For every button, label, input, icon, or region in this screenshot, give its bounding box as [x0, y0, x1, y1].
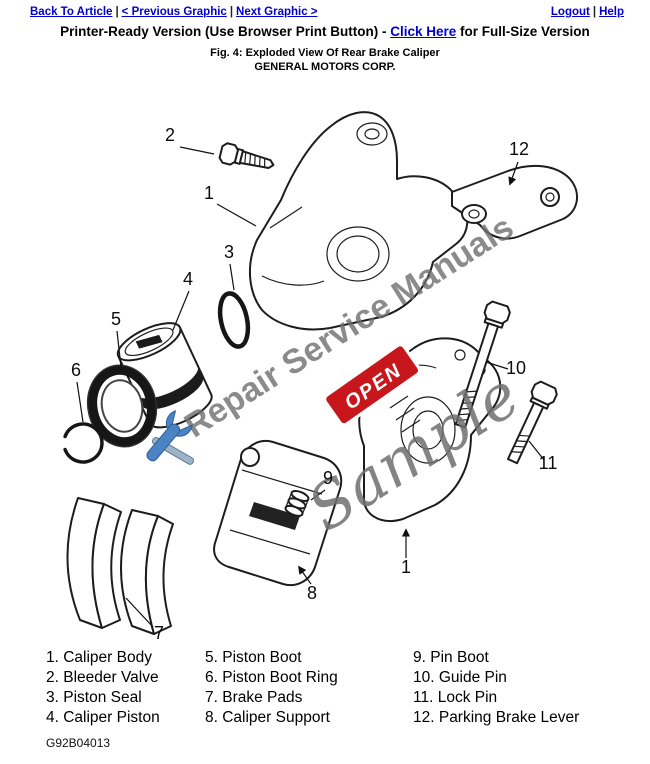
caliper-body-part: [248, 111, 469, 331]
nav-separator: |: [229, 6, 234, 18]
piston-boot-ring-part: [63, 422, 104, 464]
nav-right: Logout|Help: [551, 6, 624, 18]
callout-12: 12: [509, 139, 529, 159]
callout-4: 4: [183, 269, 193, 289]
legend-item: 7. Brake Pads: [205, 689, 303, 706]
callout-8: 8: [307, 583, 317, 603]
callout-5: 5: [111, 309, 121, 329]
callout-7: 7: [154, 623, 164, 643]
company-name: GENERAL MOTORS CORP.: [254, 61, 396, 73]
figure-caption: Fig. 4: Exploded View Of Rear Brake Cali…: [210, 47, 440, 59]
pin-boot-part: [284, 489, 310, 517]
open-badge: OPEN: [323, 343, 422, 427]
diagram-svg: Repair Service Manuals Sample OPEN 2 1 1…: [63, 111, 579, 643]
document-code: G92B04013: [46, 736, 111, 750]
legend-item: 4. Caliper Piston: [46, 709, 160, 726]
page-title: Printer-Ready Version (Use Browser Print…: [0, 24, 650, 39]
leader-lines: [76, 146, 545, 628]
callout-3: 3: [224, 242, 234, 262]
legend-item: 10. Guide Pin: [413, 669, 507, 686]
caliper-support-part: [213, 440, 343, 586]
legend-item: 8. Caliper Support: [205, 709, 330, 726]
legend-column-3: 9. Pin Boot 10. Guide Pin 11. Lock Pin 1…: [413, 648, 579, 728]
legend-item: 12. Parking Brake Lever: [413, 709, 580, 726]
parts-legend: 1. Caliper Body 2. Bleeder Valve 3. Pist…: [46, 648, 579, 728]
nav-separator: |: [592, 6, 597, 18]
lock-pin-part: [506, 380, 558, 465]
callout-10: 10: [506, 358, 526, 378]
back-to-article-link[interactable]: Back To Article: [30, 6, 113, 18]
callout-1b: 1: [401, 557, 411, 577]
wrench-icon: [146, 410, 195, 465]
nav-left: Back To Article|< Previous Graphic|Next …: [30, 6, 318, 18]
brake-pads-part: [66, 497, 174, 635]
previous-graphic-link[interactable]: < Previous Graphic: [121, 6, 227, 18]
callout-2: 2: [165, 125, 175, 145]
logout-link[interactable]: Logout: [550, 6, 590, 18]
exploded-view-diagram: Repair Service Manuals Sample OPEN 2 1 1…: [0, 78, 650, 644]
legend-item: 9. Pin Boot: [413, 649, 489, 666]
callout-1: 1: [204, 183, 214, 203]
help-link[interactable]: Help: [599, 6, 624, 18]
legend-column-1: 1. Caliper Body 2. Bleeder Valve 3. Pist…: [46, 648, 205, 728]
legend-item: 11. Lock Pin: [413, 689, 498, 706]
title-suffix: for Full-Size Version: [456, 24, 590, 39]
guide-pin-part: [454, 300, 511, 429]
legend-item: 1. Caliper Body: [46, 649, 152, 666]
legend-column-2: 5. Piston Boot 6. Piston Boot Ring 7. Br…: [205, 648, 413, 728]
top-navigation: Back To Article|< Previous Graphic|Next …: [0, 6, 650, 18]
callout-9: 9: [323, 468, 333, 488]
open-badge-background: [323, 343, 422, 427]
click-here-link[interactable]: Click Here: [390, 24, 457, 39]
title-prefix: Printer-Ready Version (Use Browser Print…: [60, 24, 391, 39]
piston-seal-part: [217, 291, 251, 349]
nav-separator: |: [115, 6, 119, 18]
next-graphic-link[interactable]: Next Graphic >: [236, 6, 318, 18]
callout-11: 11: [539, 453, 558, 473]
parking-brake-lever-part: [451, 164, 579, 240]
legend-item: 3. Piston Seal: [46, 689, 142, 706]
legend-item: 5. Piston Boot: [205, 649, 302, 666]
callout-6: 6: [71, 360, 81, 380]
piston-boot-part: [86, 364, 158, 448]
bleeder-valve-part: [218, 142, 275, 169]
callout-numbers: 2 1 12 3 4 5 6 7 9 8 10 11 1: [71, 125, 557, 643]
legend-item: 6. Piston Boot Ring: [205, 669, 338, 686]
legend-item: 2. Bleeder Valve: [46, 669, 159, 686]
